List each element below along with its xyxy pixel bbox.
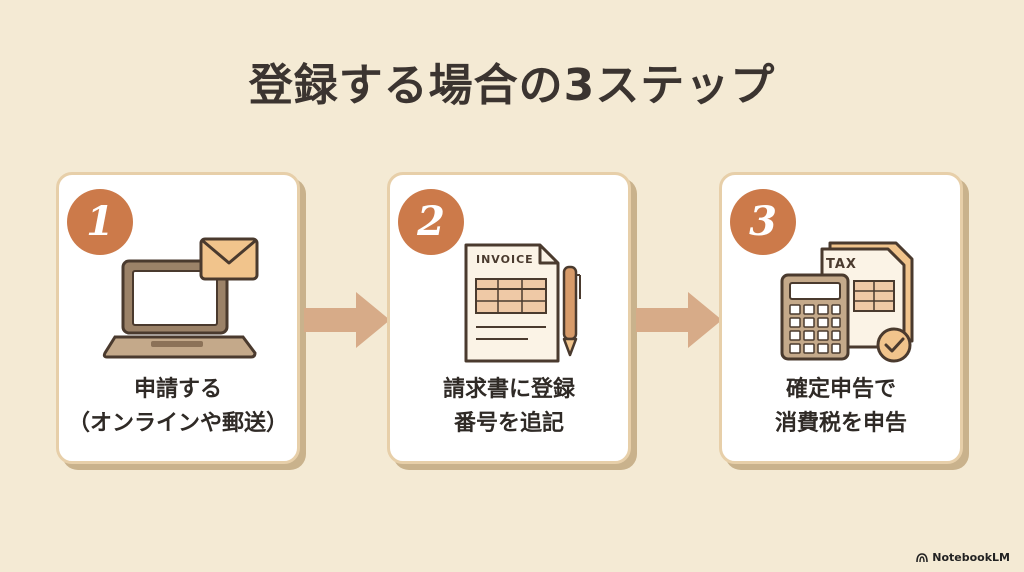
- step-label-1: 申請する （オンラインや郵送）: [59, 373, 297, 441]
- step-number-3: 3: [730, 189, 796, 255]
- step-2-line-2: 番号を追記: [453, 411, 564, 436]
- tax-text: TAX: [826, 257, 857, 272]
- brand-text: NotebookLM: [932, 551, 1010, 564]
- laptop-envelope-icon: [102, 237, 259, 359]
- step-2-line-1: 請求書に登録: [442, 377, 575, 402]
- step-card-3: 3 TAX: [719, 172, 963, 464]
- page-title: 登録する場合の3ステップ: [248, 60, 776, 111]
- notebooklm-icon: [916, 552, 929, 562]
- invoice-pen-icon: [464, 243, 581, 363]
- step-number-1: 1: [67, 189, 133, 255]
- step-number-2: 2: [398, 189, 464, 255]
- arrow-right-icon-2: [636, 292, 722, 348]
- step-card-1: 1 申請する （オンラインや郵送）: [56, 172, 300, 464]
- step-card-2: 2 INVOICE 請求書に登録 番号を追記: [387, 172, 631, 464]
- step-3-line-2: 消費税を申告: [774, 411, 907, 436]
- step-3-line-1: 確定申告で: [785, 377, 896, 402]
- step-1-line-2: （オンラインや郵送）: [67, 411, 288, 436]
- step-label-3: 確定申告で 消費税を申告: [722, 373, 960, 441]
- invoice-text: INVOICE: [476, 253, 534, 266]
- step-label-2: 請求書に登録 番号を追記: [390, 373, 628, 441]
- brand-logo: NotebookLM: [916, 551, 1010, 564]
- arrow-right-icon: [304, 292, 390, 348]
- step-1-line-1: 申請する: [133, 377, 222, 402]
- calculator-tax-icon: [780, 241, 914, 363]
